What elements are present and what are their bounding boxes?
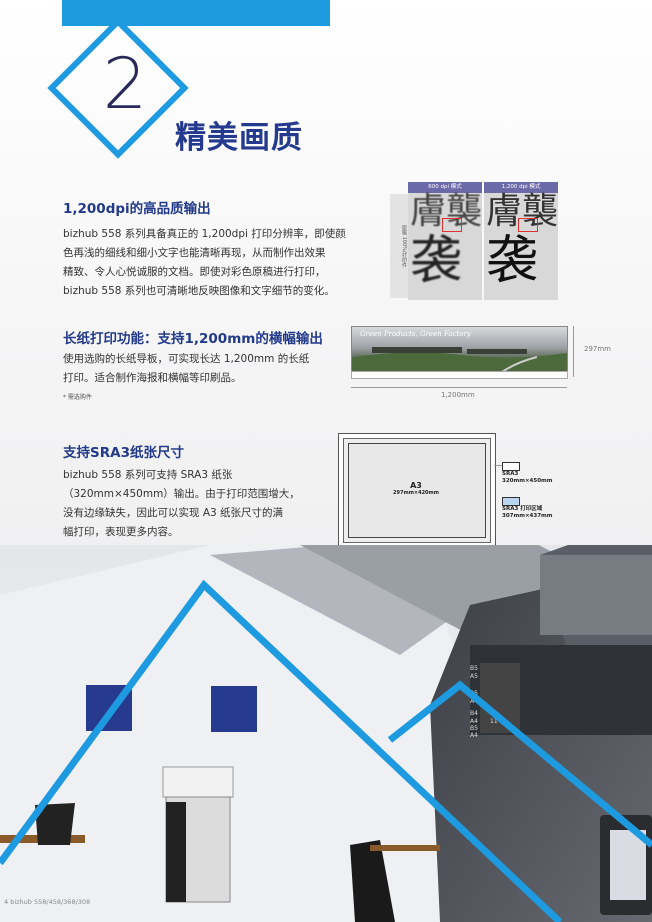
zoom-marker (518, 218, 538, 232)
feature1-line: bizhub 558 系列具备真正的 1,200dpi 打印分辨率，即使颜 (63, 228, 346, 240)
a3-label-group: A3 297mm×420mm (348, 481, 484, 496)
a3-label: A3 (410, 481, 422, 490)
banner-footer-strip (351, 371, 568, 379)
page-footer: 4 bizhub 558/458/368/308 (4, 898, 91, 906)
print-area-legend: SRA3 打印区域 307mm×437mm (502, 506, 553, 520)
feature2-text: 使用选购的长纸导板，可实现长达 1,200mm 的长纸 打印。适合制作海报和横幅… (63, 350, 309, 388)
zoom-marker (442, 218, 462, 232)
print-area-legend-name: SRA3 打印区域 (502, 506, 543, 512)
dpi-1200-glyphs: 膚襲讀 (486, 191, 558, 232)
panel-label: B5 (470, 725, 478, 732)
dpi-600-label: 600 dpi 模式 (408, 182, 482, 193)
office-photo: B5 A5 B5 A4 B4 A4 B5 A4 11 (0, 545, 652, 922)
banner-print-image: Green Products, Green Factory (351, 326, 568, 373)
feature3-line: 没有边缘缺失，因此可以实现 A3 纸张尺寸的满 (63, 507, 284, 519)
panel-label: A5 (470, 673, 478, 680)
optional-note: * 需选购件 (63, 394, 92, 401)
feature3-line: 幅打印，表现更多内容。 (63, 526, 179, 538)
panel-label: A4 (470, 732, 478, 739)
panel-label: B4 (470, 710, 478, 717)
width-dim-line (351, 387, 567, 388)
section-title: 精美画质 (175, 120, 303, 156)
a3-area (348, 443, 486, 538)
feature1-line: 精致、令人心悦诚服的文档。即使对彩色原稿进行打印， (63, 266, 326, 278)
panel-label: B5 (470, 665, 478, 672)
a3-size: 297mm×420mm (393, 490, 439, 496)
height-dim-label: 297mm (584, 345, 611, 353)
feature1-heading: 1,200dpi的高品质输出 (63, 201, 211, 217)
sra3-legend-swatch (502, 462, 520, 471)
panel-label: A4 (470, 698, 478, 705)
feature3-heading: 支持SRA3纸张尺寸 (63, 445, 184, 461)
feature1-text: bizhub 558 系列具备真正的 1,200dpi 打印分辨率，即使颜 色再… (63, 225, 346, 301)
sra3-legend: SRA3 320mm×450mm (502, 471, 553, 485)
panel-label: A4 (470, 718, 478, 725)
feature3-text: bizhub 558 系列可支持 SRA3 纸张 （320mm×450mm）输出… (63, 466, 300, 542)
dpi-600-glyphs: 膚襲讀 (410, 191, 482, 232)
dpi-1200-panel: 1,200 dpi 模式 膚襲讀 袭 (484, 182, 558, 300)
dpi-600-zoom: 袭 (410, 231, 463, 291)
feature3-line: （320mm×450mm）输出。由于打印范围增大， (63, 488, 300, 500)
dpi-1200-label: 1,200 dpi 模式 (484, 182, 558, 193)
sra3-legend-size: 320mm×450mm (502, 478, 553, 484)
feature3-line: bizhub 558 系列可支持 SRA3 纸张 (63, 469, 233, 481)
feature2-line: 使用选购的长纸导板，可实现长达 1,200mm 的长纸 (63, 353, 310, 365)
legend-leader (494, 465, 502, 466)
dpi-1200-zoom: 袭 (486, 231, 539, 291)
print-area-legend-size: 307mm×437mm (502, 513, 553, 519)
feature2-heading: 长纸打印功能：支持1,200mm的横幅输出 (63, 331, 323, 347)
top-accent-bar (62, 0, 330, 26)
landscape-graphic (352, 347, 567, 372)
print-area-legend-swatch (502, 497, 520, 506)
dpi-side-label: 原稿 100%/打印件 (390, 194, 408, 298)
feature1-line: bizhub 558 系列也可清晰地反映图像和文字细节的变化。 (63, 285, 335, 297)
section-number: 2 (102, 43, 148, 125)
sra3-legend-name: SRA3 (502, 471, 519, 477)
width-dim-label: 1,200mm (441, 391, 475, 399)
feature1-line: 色再浅的细线和细小文字也能清晰再现，从而制作出效果 (63, 247, 326, 259)
dpi-compare-figure: 原稿 100%/打印件 600 dpi 模式 膚襲讀 袭 1,200 dpi 模… (390, 182, 560, 300)
height-dim-line (573, 326, 574, 377)
panel-label: 11 (490, 718, 498, 725)
banner-caption: Green Products, Green Factory (360, 330, 471, 338)
feature2-line: 打印。适合制作海报和横幅等印刷品。 (63, 372, 242, 384)
dpi-600-panel: 600 dpi 模式 膚襲讀 袭 (408, 182, 482, 300)
